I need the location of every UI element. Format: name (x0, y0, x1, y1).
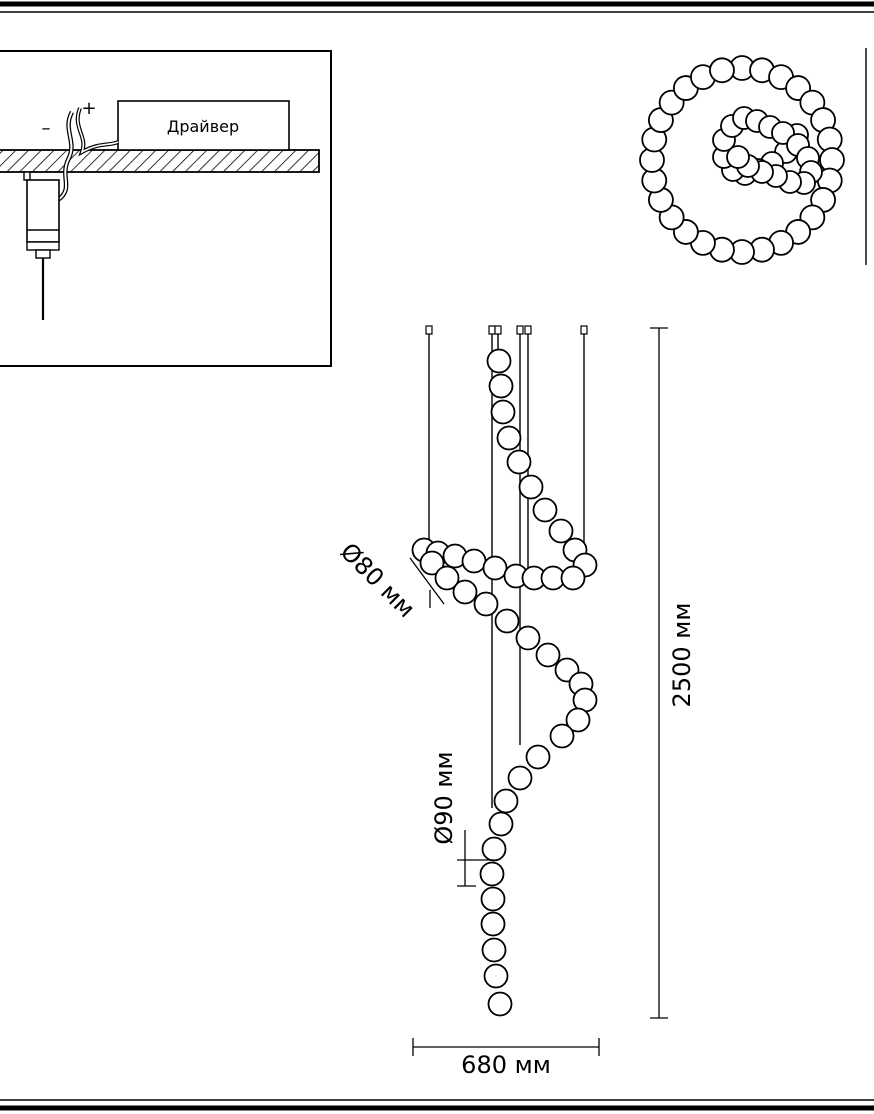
mounting-detail: Драйвер – + (0, 50, 332, 367)
bead (494, 608, 520, 634)
bead (565, 707, 591, 733)
bead (548, 518, 574, 544)
bead (461, 548, 487, 574)
bead (482, 555, 508, 581)
cable-clamp (494, 325, 502, 335)
large-bead-label: Ø90 мм (430, 751, 458, 844)
bead (480, 911, 506, 937)
width-label: 680 мм (461, 1051, 551, 1079)
bead (515, 625, 541, 651)
small-bead-label: Ø80 мм (335, 537, 421, 623)
bead (473, 591, 499, 617)
minus-sign: – (42, 118, 51, 139)
bead (525, 744, 551, 770)
height-dimension: 2500 мм (650, 327, 696, 1019)
bead-strands (411, 348, 598, 1017)
bead (488, 811, 514, 837)
bead (532, 497, 558, 523)
bead (483, 963, 509, 989)
plus-sign: + (81, 98, 96, 119)
bead (518, 474, 544, 500)
bead (434, 565, 460, 591)
bead (487, 991, 513, 1017)
bead (507, 765, 533, 791)
canopy (23, 171, 31, 181)
bead (452, 579, 478, 605)
bead (535, 642, 561, 668)
width-dimension: 680 мм (412, 1038, 600, 1079)
bead (490, 399, 516, 425)
bead (481, 836, 507, 862)
cable-clamp (516, 325, 524, 335)
bead (709, 57, 735, 84)
cable-clamp (425, 325, 433, 335)
bead (486, 348, 512, 374)
bead (481, 937, 507, 963)
bead (560, 565, 586, 591)
bead (506, 449, 532, 475)
ceiling-slab (0, 149, 320, 173)
bead (726, 145, 750, 169)
driver-box (117, 100, 290, 151)
bead (493, 788, 519, 814)
large-bead-dimension: Ø90 мм (430, 751, 498, 887)
bead (479, 861, 505, 887)
bead (549, 723, 575, 749)
bead (480, 886, 506, 912)
bead (488, 373, 514, 399)
height-label: 2500 мм (668, 603, 696, 708)
driver-label: Драйвер (167, 117, 239, 136)
top-view (639, 55, 845, 265)
cable-clamp (580, 325, 588, 335)
cable-clamp (488, 325, 496, 335)
bead (419, 550, 445, 576)
cable-clamp (524, 325, 532, 335)
bead (496, 425, 522, 451)
